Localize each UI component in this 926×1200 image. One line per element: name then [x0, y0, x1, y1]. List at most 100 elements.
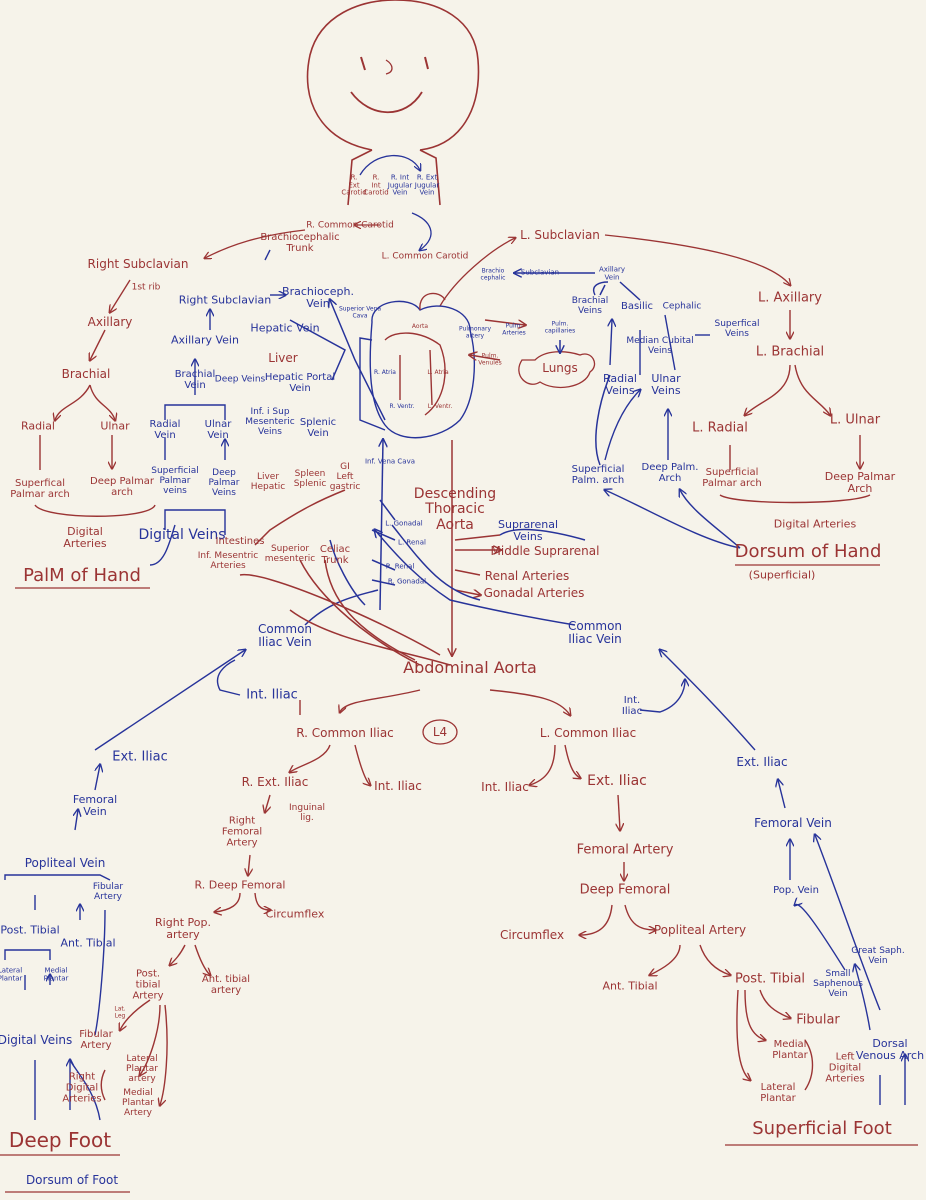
l-brachial-label: L. Brachial [755, 344, 825, 360]
pop-vein-label: Pop. Vein [773, 885, 819, 896]
r-medial-plantar-vein-label: Medial Plantar [43, 966, 69, 982]
deep-veins-label: Deep Veins [214, 374, 266, 385]
lungs-label: Lungs [542, 361, 578, 375]
brachial-vein-label: Brachial Vein [174, 369, 216, 391]
superficial-veins-label: Superfical Veins [714, 319, 760, 339]
r-int-carotid-label: R. Int Carotid [363, 173, 389, 197]
lat-leg-label: Lat. Leg [114, 1005, 126, 1019]
title-underlines [0, 564, 918, 1193]
splenic-vein-label: Splenic Vein [299, 417, 337, 439]
l-common-carotid-label: L. Common Carotid [381, 251, 469, 262]
digital-veins-label: Digital Veins [138, 527, 226, 543]
gi-left-gastric-label: GI Left gastric [329, 462, 361, 492]
small-saphenous-vein-label: Small Saphenous Vein [813, 969, 863, 999]
left-leg-connectors [489, 650, 905, 1105]
inf-mesenteric-arteries-label: Inf. Mesentric Arteries [197, 551, 259, 571]
fibular-label: Fibular [796, 1012, 840, 1028]
r-lateral-plantar-vein-label: Lateral Plantar [0, 966, 23, 982]
deep-palmar-veins-label: Deep Palmar Veins [208, 468, 240, 498]
l-ant-tibial-label: Ant. Tibial [602, 979, 658, 993]
heart-drawing [359, 292, 475, 439]
renal-arteries-label: Renal Arteries [484, 569, 570, 583]
dorsum-of-foot-label: Dorsum of Foot [25, 1173, 119, 1187]
right-leg-connectors [4, 650, 421, 1121]
deep-palm-arch-label: Deep Palm. Arch [641, 462, 699, 484]
pulm-capillaries-label: Pulm. capillaries [544, 320, 576, 334]
first-rib-label: 1st rib [131, 282, 161, 293]
basilic-label: Basilic [620, 301, 654, 312]
brachial-veins-label: Brachial Veins [571, 296, 609, 316]
r-circumflex-label: Circumflex [265, 907, 325, 921]
digital-arteries-label: Digital Arteries [63, 524, 107, 550]
hepatic-portal-vein-label: Hepatic Portal Vein [264, 372, 336, 394]
l-circumflex-label: Circumflex [499, 928, 565, 942]
l-ext-iliac-vein-label: Ext. Iliac [736, 755, 788, 769]
celiac-trunk-label: Celiac Trunk [319, 544, 351, 566]
r-int-iliac-label: Int. Iliac [374, 779, 422, 793]
l-radial-label: L. Radial [692, 420, 748, 436]
r-renal-label: R. Renal [385, 562, 415, 571]
l-post-tibial-label: Post. Tibial [734, 971, 806, 987]
dorsal-venous-arch-label: Dorsal Venous Arch [855, 1036, 925, 1062]
r-int-jugular-label: R. Int Jugular Vein [387, 173, 413, 197]
right-femoral-artery-label: Right Femoral Artery [221, 815, 263, 849]
ulnar-vein-label: Ulnar Vein [204, 419, 232, 441]
r-ext-carotid-label: R. Ext Carotid [341, 173, 367, 197]
head-outline [306, 0, 480, 206]
trunk-vessels [239, 273, 641, 666]
heart-r-atria-label: R. Atria [374, 369, 396, 376]
pulmonary-artery-label: Pulmonary artery [459, 325, 491, 339]
gonadal-arteries-label: Gonadal Arteries [483, 586, 585, 600]
r-post-tibial-vein-label: Post. Tibial [0, 923, 60, 937]
l-lateral-plantar-label: Lateral Plantar [760, 1082, 796, 1104]
left-arm-connectors [593, 281, 871, 549]
subclavian-vein-label: Subclavian [520, 268, 560, 277]
axillary-artery-label: Axillary [87, 315, 133, 329]
l-femoral-vein-label: Femoral Vein [754, 816, 832, 830]
l-superficial-palmar-arch-label: Superficial Palmar arch [702, 467, 762, 489]
deep-foot-title: Deep Foot [8, 1128, 112, 1152]
r-digital-veins-label: Digital Veins [0, 1033, 73, 1047]
l-axillary-label: L. Axillary [758, 290, 822, 306]
superficial-foot-title: Superficial Foot [752, 1118, 892, 1139]
l-deep-palmar-arch-label: Deep Palmar Arch [824, 469, 896, 495]
r-deep-femoral-label: R. Deep Femoral [194, 878, 286, 892]
l-renal-label: L. Renal [398, 538, 426, 547]
radial-veins-label: Radial Veins [603, 371, 637, 397]
axillary-vein-label: Axillary Vein [171, 333, 239, 347]
descending-thoracic-aorta-label: Descending Thoracic Aorta [413, 485, 497, 533]
r-femoral-vein-label: Femoral Vein [72, 792, 118, 818]
l-common-iliac-label: L. Common Iliac [539, 726, 637, 740]
r-ant-tibial-vein-label: Ant. Tibial [60, 936, 116, 950]
common-iliac-vein-right-label: Common Iliac Vein [257, 621, 313, 649]
post-tibial-artery-label: Post. tibial Artery [132, 968, 164, 1002]
brachiocephalic-trunk-label: Brachiocephalic Trunk [260, 232, 340, 254]
right-arm-connectors [34, 249, 285, 566]
superior-mesenteric-label: Superior mesenteric [264, 544, 316, 564]
l-int-iliac-vein-label: Int. Iliac [621, 695, 643, 717]
liver-label: Liver [268, 351, 298, 365]
superficial-subtitle: (Superficial) [748, 568, 816, 582]
hepatic-vein-label: Hepatic Vein [250, 321, 320, 335]
deep-palmar-arch-label: Deep Palmar arch [90, 476, 154, 498]
r-lateral-plantar-artery-label: Lateral Plantar artery [126, 1054, 158, 1084]
superficial-palmar-veins-label: Superficial Palmar veins [151, 466, 199, 496]
fibular-artery-vein-label: Fibular Artery [92, 882, 124, 902]
radial-vein-label: Radial Vein [149, 419, 181, 441]
superficial-palm-arch-label: Superficial Palm. arch [571, 464, 625, 486]
l-subclavian-label: L. Subclavian [520, 228, 600, 242]
heart-aorta-label: Aorta [411, 323, 429, 330]
r-ant-tibial-artery-label: Ant. tibial artery [201, 974, 251, 996]
heart-l-atria-label: L. Atria [427, 369, 449, 376]
right-subclavian-vein-label: Right Subclavian [178, 293, 272, 307]
r-fibular-artery-label: Fibular Artery [79, 1029, 113, 1051]
r-ext-iliac-vein-label: Ext. Iliac [112, 749, 168, 765]
l4-vertebra-label: L4 [432, 725, 448, 739]
inguinal-lig-label: Inguinal lig. [289, 803, 325, 823]
brachio-cephalic-label: Brachio cephalic [480, 267, 506, 281]
ulnar-artery-label: Ulnar [100, 419, 130, 433]
superior-vena-cava-label: Superior Vena Cava [338, 305, 382, 319]
popliteal-vein-label: Popliteal Vein [24, 856, 106, 870]
